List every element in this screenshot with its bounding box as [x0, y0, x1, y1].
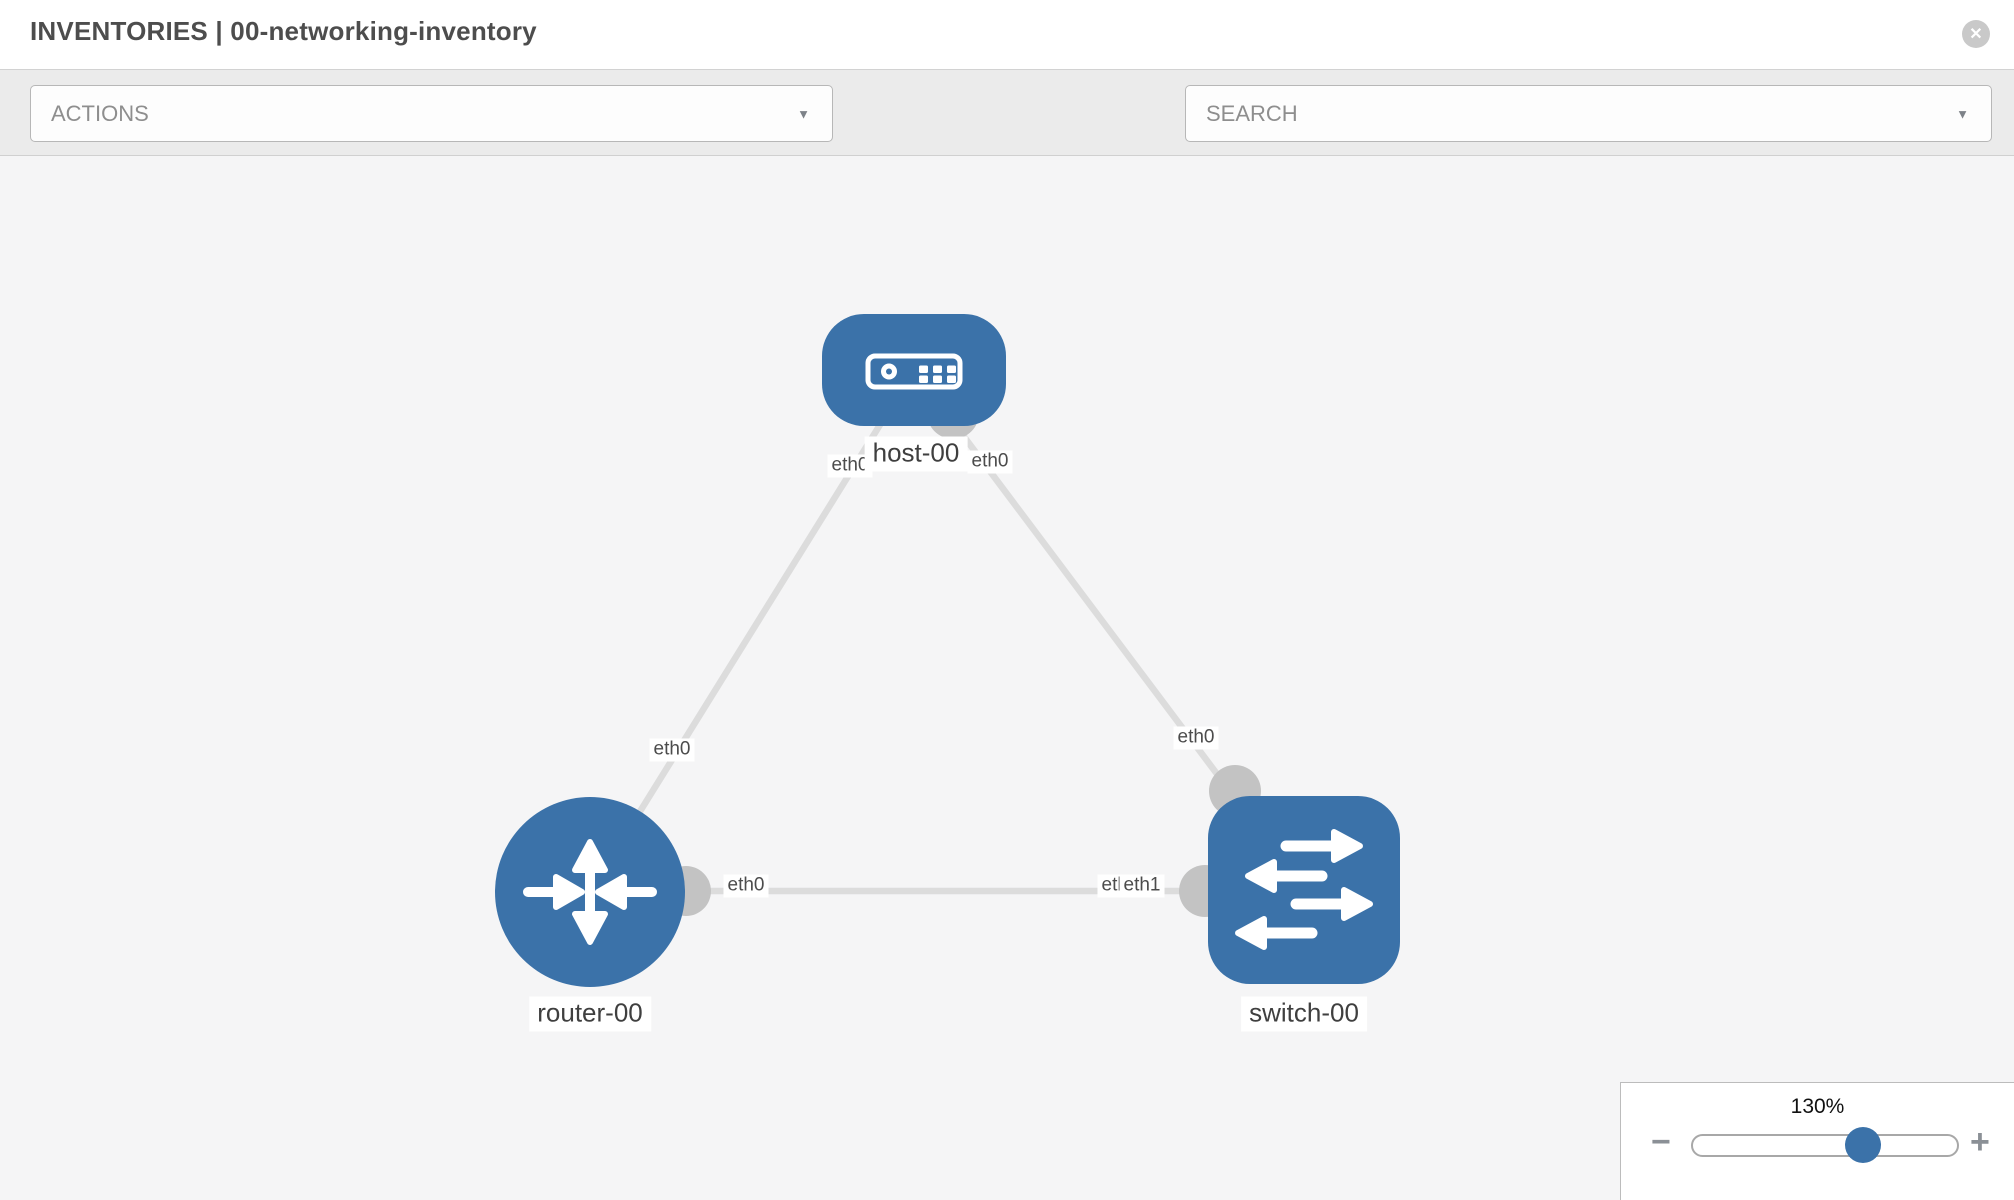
host-led-inner — [886, 368, 892, 375]
search-dropdown[interactable]: SEARCH ▼ — [1185, 85, 1992, 142]
zoom-in-button[interactable]: + — [1970, 1123, 1990, 1161]
toolbar: ACTIONS ▼ SEARCH ▼ — [0, 70, 2014, 199]
host-node-shape — [822, 314, 1006, 426]
close-icon[interactable]: ✕ — [1962, 20, 1990, 48]
host-icon — [865, 353, 963, 390]
zoom-control-panel: 130% − + — [1620, 1082, 2014, 1200]
host-vents — [919, 365, 956, 383]
node-host-00[interactable] — [822, 314, 1006, 426]
chevron-down-icon: ▼ — [797, 106, 810, 121]
topology-canvas[interactable]: eth0 eth0 eth0 eth0 eth0 eth1 eth1 host-… — [0, 156, 2014, 1200]
interface-label: eth0 — [827, 454, 873, 478]
breadcrumb-header: INVENTORIES | 00-networking-inventory ✕ — [0, 0, 2014, 70]
node-label-router: router-00 — [529, 996, 651, 1032]
zoom-slider-thumb[interactable] — [1845, 1127, 1881, 1163]
router-icon — [523, 839, 657, 945]
search-dropdown-label: SEARCH — [1206, 100, 1298, 126]
interface-label: eth0 — [1173, 726, 1219, 750]
interface-label: eth0 — [967, 450, 1013, 474]
actions-dropdown[interactable]: ACTIONS ▼ — [30, 85, 833, 142]
node-label-host: host-00 — [864, 436, 968, 472]
zoom-level-value: 130% — [1790, 1095, 1845, 1118]
host-chassis — [865, 353, 963, 390]
close-glyph: ✕ — [1969, 26, 1983, 43]
interface-label: eth0 — [723, 874, 769, 898]
node-label-switch: switch-00 — [1241, 996, 1367, 1032]
topology-graph — [495, 314, 1400, 987]
node-switch-00[interactable] — [1208, 796, 1400, 984]
switch-node-shape — [1208, 796, 1400, 984]
interface-label: eth1 — [1119, 874, 1165, 898]
chevron-down-icon: ▼ — [1956, 106, 1969, 121]
actions-dropdown-label: ACTIONS — [51, 100, 149, 126]
node-router-00[interactable] — [495, 797, 685, 987]
interface-label: eth0 — [649, 738, 695, 762]
zoom-out-button[interactable]: − — [1651, 1123, 1671, 1161]
zoom-slider-track[interactable] — [1691, 1134, 1959, 1157]
switch-icon — [1235, 829, 1373, 950]
page-title: INVENTORIES | 00-networking-inventory — [30, 16, 537, 46]
